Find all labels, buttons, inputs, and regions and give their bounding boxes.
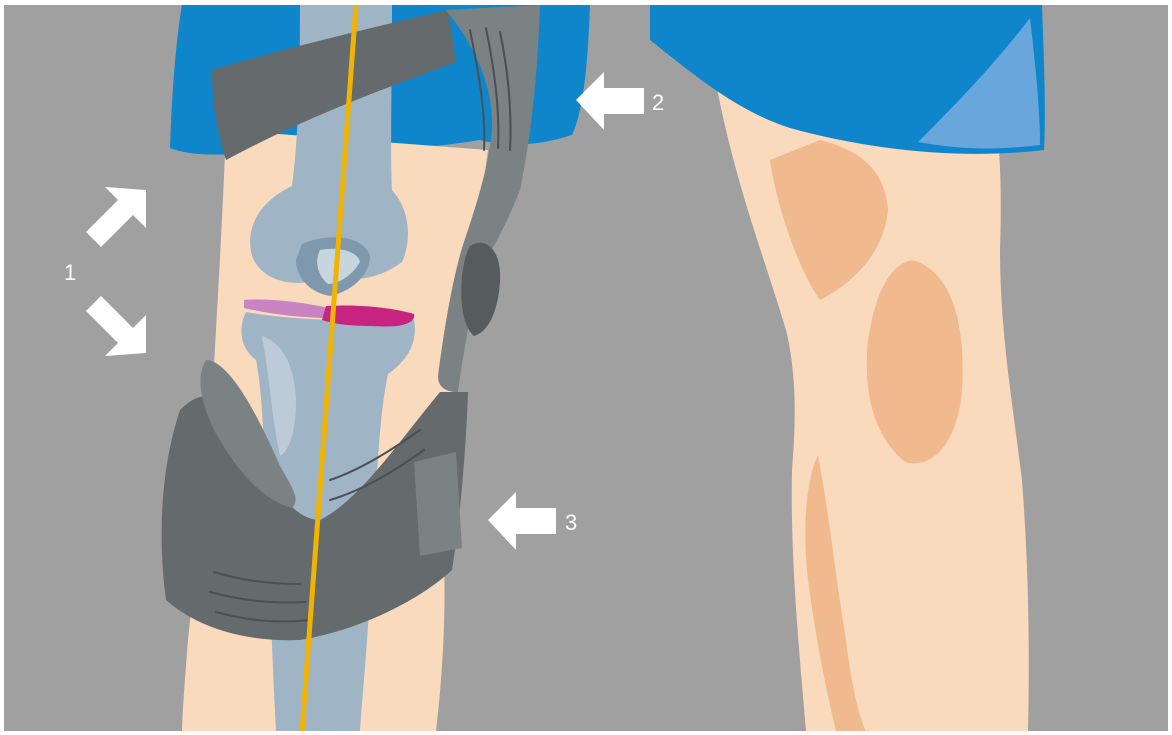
- callout-2-label: 2: [652, 90, 664, 115]
- callout-3-label: 3: [565, 510, 577, 535]
- callout-1-label: 1: [64, 260, 76, 285]
- brace-buckle: [414, 452, 462, 556]
